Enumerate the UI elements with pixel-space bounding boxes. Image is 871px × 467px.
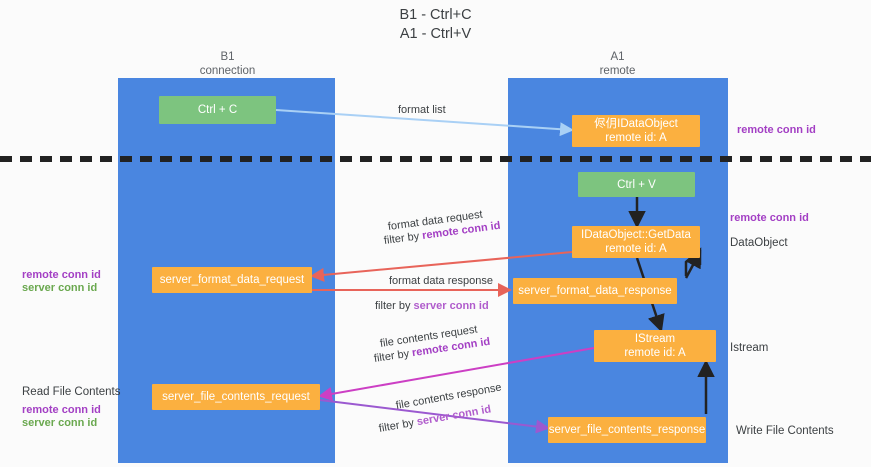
- filter-prefix: filter by: [377, 416, 418, 435]
- diagram-title: B1 - Ctrl+C A1 - Ctrl+V: [399, 7, 472, 42]
- edge-label-file-contents-response-filter: filter by server conn id: [378, 402, 492, 436]
- box-server-format-data-response[interactable]: server_format_data_response: [513, 278, 677, 304]
- box-idataobject[interactable]: 侭仴IDataObject remote id: A: [572, 115, 700, 147]
- box-server-format-data-request[interactable]: server_format_data_request: [152, 267, 312, 293]
- filter-prefix: filter by: [383, 230, 423, 247]
- box-idataobject-getdata[interactable]: IDataObject::GetData remote id: A: [572, 226, 700, 258]
- box-server-file-contents-request[interactable]: server_file_contents_request: [152, 384, 320, 410]
- box-ctrl-c[interactable]: Ctrl + C: [159, 96, 276, 124]
- right-label-dataobject: DataObject: [730, 237, 788, 249]
- column-header-a1: A1 remote: [599, 51, 636, 77]
- box-server-file-contents-response[interactable]: server_file_contents_response: [548, 417, 706, 443]
- left-label-server-conn-id-mid: server conn id: [22, 282, 98, 294]
- left-label-read-file-contents: Read File Contents: [22, 386, 121, 398]
- right-label-istream: Istream: [730, 342, 769, 354]
- left-label-remote-conn-id-mid: remote conn id: [22, 269, 101, 281]
- filter-prefix: filter by: [375, 300, 414, 312]
- right-label-remote-conn-id-top: remote conn id: [737, 124, 816, 136]
- column-header-b1: B1 connection: [199, 51, 256, 77]
- box-ctrl-v[interactable]: Ctrl + V: [578, 172, 695, 197]
- box-istream[interactable]: IStream remote id: A: [594, 330, 716, 362]
- left-label-server-conn-id-bottom: server conn id: [22, 417, 98, 429]
- left-label-remote-conn-id-bottom: remote conn id: [22, 404, 101, 416]
- edge-label-format-data-response-filter: filter by server conn id: [375, 299, 489, 313]
- edge-label-format-list: format list: [398, 104, 446, 116]
- edge-label-format-data-response: format data response: [389, 275, 493, 287]
- section-divider: [0, 156, 871, 162]
- right-label-remote-conn-id-mid: remote conn id: [730, 212, 809, 224]
- right-label-write-file-contents: Write File Contents: [736, 425, 834, 437]
- filter-key-server-conn-id: server conn id: [413, 300, 489, 312]
- filter-prefix: filter by: [373, 347, 413, 365]
